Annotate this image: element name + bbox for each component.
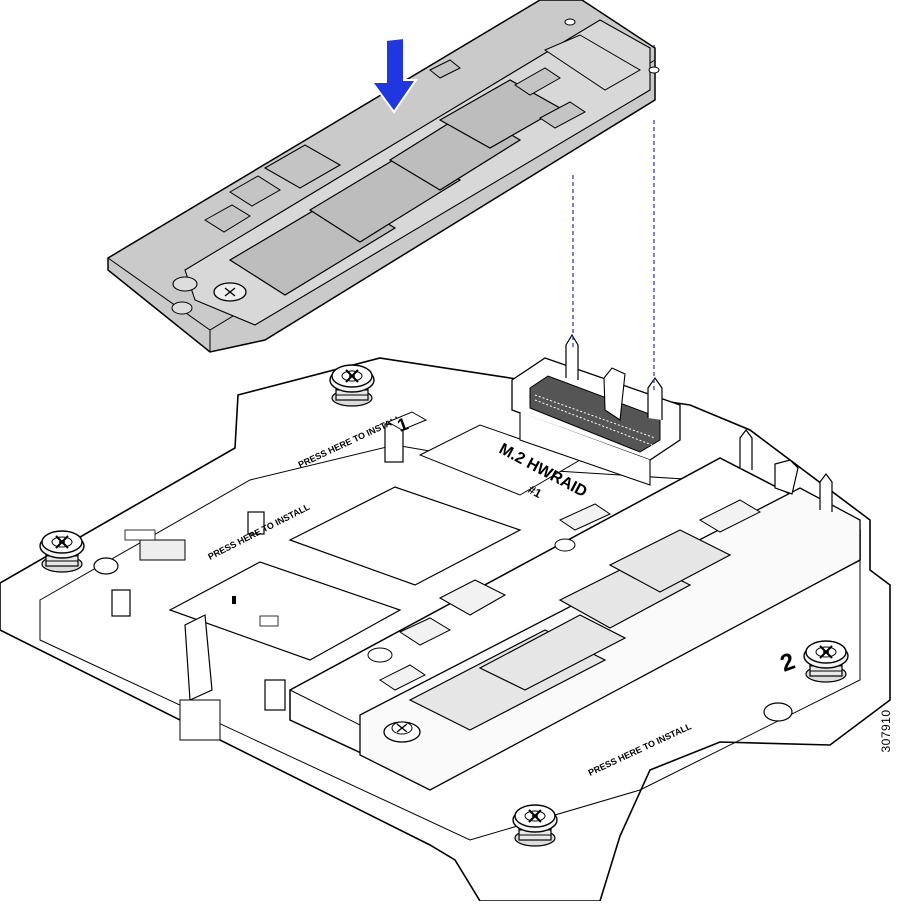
- installed-m2-module: [289, 429, 861, 791]
- thumbscrew-bottom: [512, 804, 558, 847]
- figure-id: 307910: [878, 706, 894, 756]
- figure-id-text: 307910: [879, 709, 893, 753]
- thumbscrew-top: [329, 364, 375, 407]
- slot-number-tag: 1: [386, 411, 428, 436]
- down-arrow-icon: [370, 36, 418, 114]
- thumbscrew-left: [39, 530, 85, 573]
- m2-module-floating: [107, 0, 660, 353]
- thumbscrew-right: [803, 640, 849, 683]
- controller-sub-label: #1: [526, 482, 545, 501]
- m2-connector: [511, 333, 681, 486]
